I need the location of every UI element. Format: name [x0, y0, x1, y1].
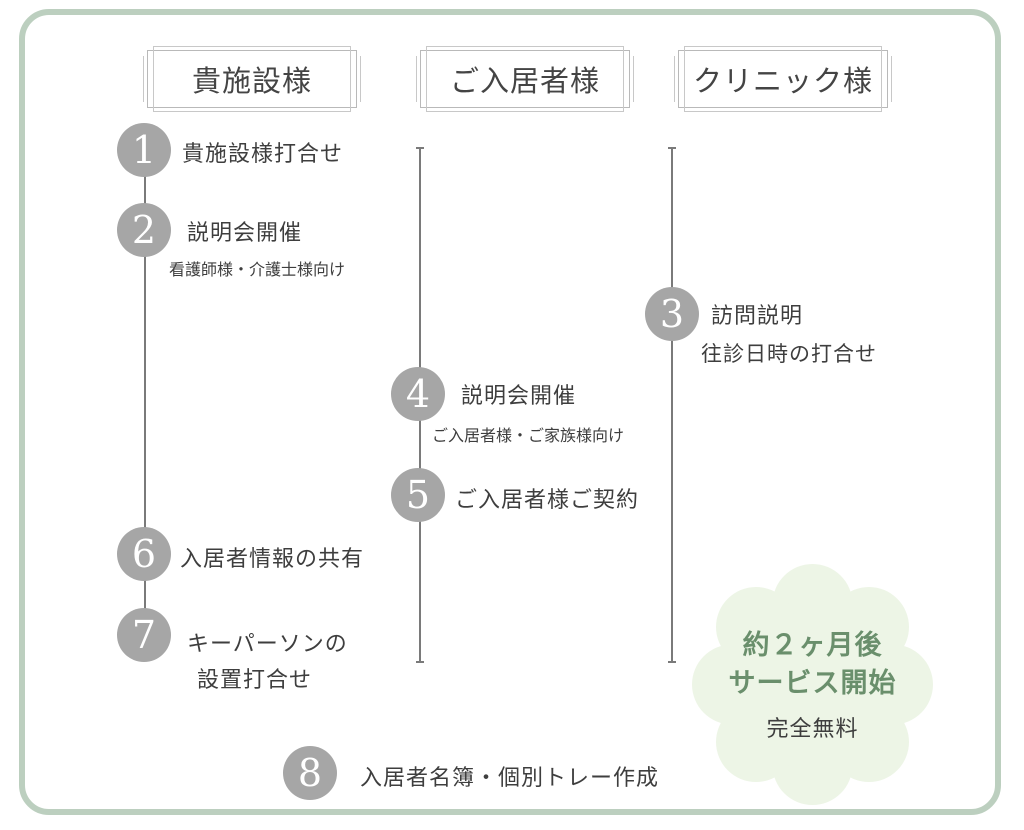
step-number-badge: 4	[391, 367, 445, 421]
step-number-badge: 2	[117, 203, 171, 257]
step-number-badge: 3	[645, 287, 699, 341]
column-header-label: 貴施設様	[191, 64, 312, 98]
step-title: 訪問説明	[711, 304, 804, 329]
step-title: 入居者名簿・個別トレー作成	[360, 766, 660, 791]
flower-badge-shape	[692, 564, 933, 805]
timeline-cap	[416, 661, 424, 663]
step-number-badge: 8	[283, 746, 337, 800]
timeline-line-facility	[144, 150, 146, 640]
step-title: 貴施設様打合せ	[182, 142, 344, 167]
step-title: 説明会開催	[187, 221, 303, 246]
badge-line-2: サービス開始	[728, 667, 897, 699]
step-title: キーパーソンの	[187, 632, 348, 657]
timeline-cap	[668, 147, 676, 149]
step-number-badge: 7	[117, 608, 171, 662]
service-start-badge: 約２ヶ月後 サービス開始 完全無料	[690, 562, 935, 807]
column-header-facility: 貴施設様	[143, 46, 361, 112]
step-title: ご入居者様ご契約	[455, 488, 640, 513]
timeline-cap	[416, 147, 424, 149]
step-title-line2: 設置打合せ	[197, 668, 313, 693]
step-subtitle: 看護師様・介護士様向け	[169, 260, 346, 279]
badge-line-3: 完全無料	[766, 716, 859, 742]
step-title: 説明会開催	[461, 384, 577, 409]
timeline-cap	[668, 661, 676, 663]
timeline-line-clinic	[671, 148, 673, 662]
column-header-label: クリニック様	[692, 64, 873, 98]
step-number-badge: 1	[117, 123, 171, 177]
step-number-badge: 6	[117, 527, 171, 581]
step-subtitle: ご入居者様・ご家族様向け	[432, 426, 625, 445]
column-header-clinic: クリニック様	[674, 46, 892, 112]
step-title: 入居者情報の共有	[180, 547, 365, 572]
step-number-badge: 5	[391, 468, 445, 522]
column-header-label: ご入居者様	[449, 64, 600, 98]
step-subtitle: 往診日時の打合せ	[701, 342, 877, 366]
badge-line-1: 約２ヶ月後	[742, 629, 883, 661]
column-header-residents: ご入居者様	[416, 46, 634, 112]
